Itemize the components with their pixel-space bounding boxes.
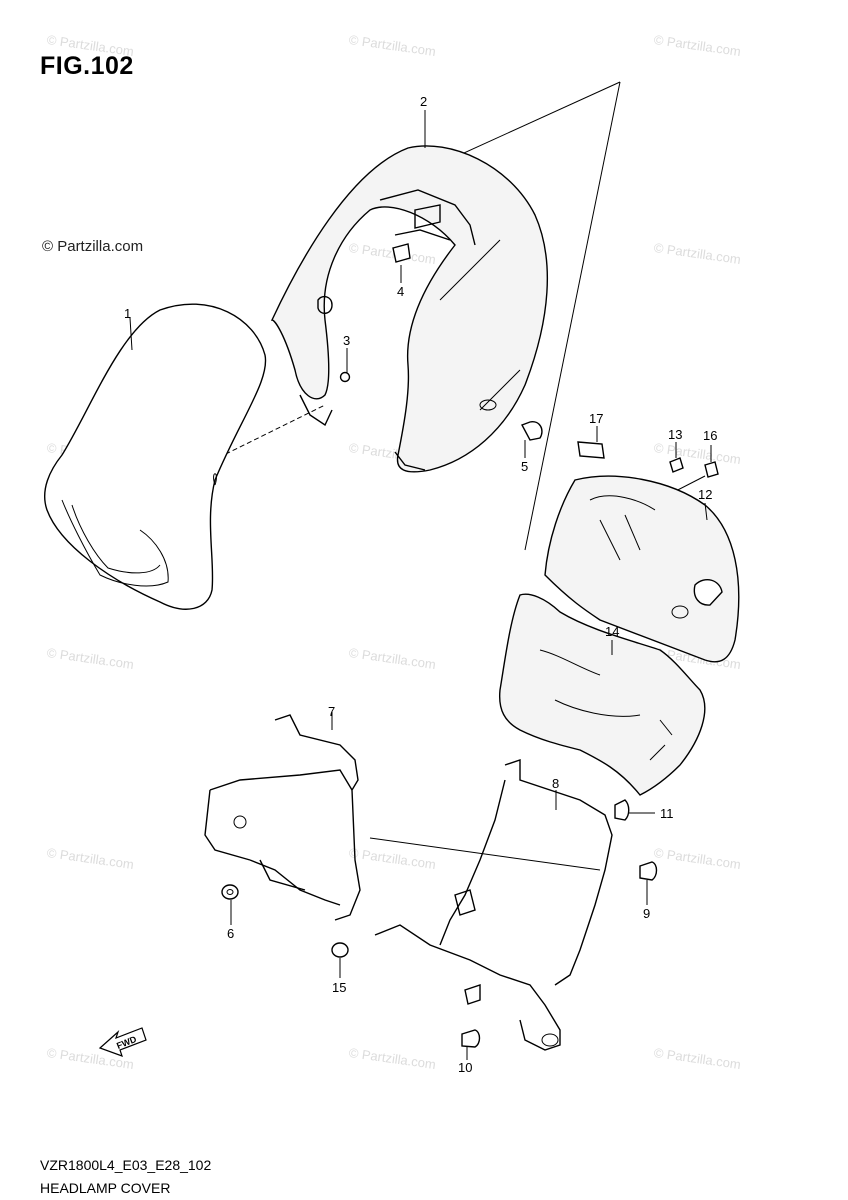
callout-13: 13 xyxy=(668,427,682,442)
part-4-clip xyxy=(392,243,411,263)
reference-line xyxy=(81,404,326,526)
callout-1: 1 xyxy=(124,306,131,321)
callout-5: 5 xyxy=(521,459,528,474)
callout-17: 17 xyxy=(589,411,603,426)
part-2-upper-cover xyxy=(270,145,549,473)
part-10-bolt xyxy=(461,1029,481,1048)
part-8-bracket xyxy=(374,759,613,1051)
part-11-fastener xyxy=(614,799,630,821)
part-12-inner-cover xyxy=(544,475,740,663)
callout-3: 3 xyxy=(343,333,350,348)
part-1-headlamp-cover xyxy=(44,303,267,610)
leader-line xyxy=(704,502,708,521)
callout-8: 8 xyxy=(552,776,559,791)
callout-15: 15 xyxy=(332,980,346,995)
callout-6: 6 xyxy=(227,926,234,941)
callout-4: 4 xyxy=(397,284,404,299)
brand-label: © Partzilla.com xyxy=(42,238,144,255)
part-14-meter-cover xyxy=(498,593,706,796)
part-5-bolt xyxy=(521,421,543,441)
forward-arrow-icon: FWD xyxy=(98,1027,147,1057)
callout-2: 2 xyxy=(420,94,427,109)
part-15-grommet xyxy=(331,942,349,958)
reference-line xyxy=(524,81,621,551)
callout-14: 14 xyxy=(605,624,619,639)
callout-12: 12 xyxy=(698,487,712,502)
callout-11: 11 xyxy=(660,806,674,821)
figure-title: FIG.102 xyxy=(40,52,134,80)
part-13-nut xyxy=(669,457,684,473)
callout-16: 16 xyxy=(703,428,717,443)
part-7-bracket xyxy=(204,714,361,921)
part-3-screw xyxy=(339,371,351,383)
callout-9: 9 xyxy=(643,906,650,921)
leader-line xyxy=(129,317,133,351)
figure-code: VZR1800L4_E03_E28_102 xyxy=(40,1157,212,1173)
figure-name: HEADLAMP COVER xyxy=(40,1180,171,1196)
callout-10: 10 xyxy=(458,1060,472,1075)
part-9-bolt xyxy=(639,861,658,881)
part-17-pad xyxy=(577,441,605,459)
part-6-grommet xyxy=(221,884,239,900)
reference-line xyxy=(369,837,601,871)
part-16-nut xyxy=(704,461,719,478)
callout-7: 7 xyxy=(328,704,335,719)
